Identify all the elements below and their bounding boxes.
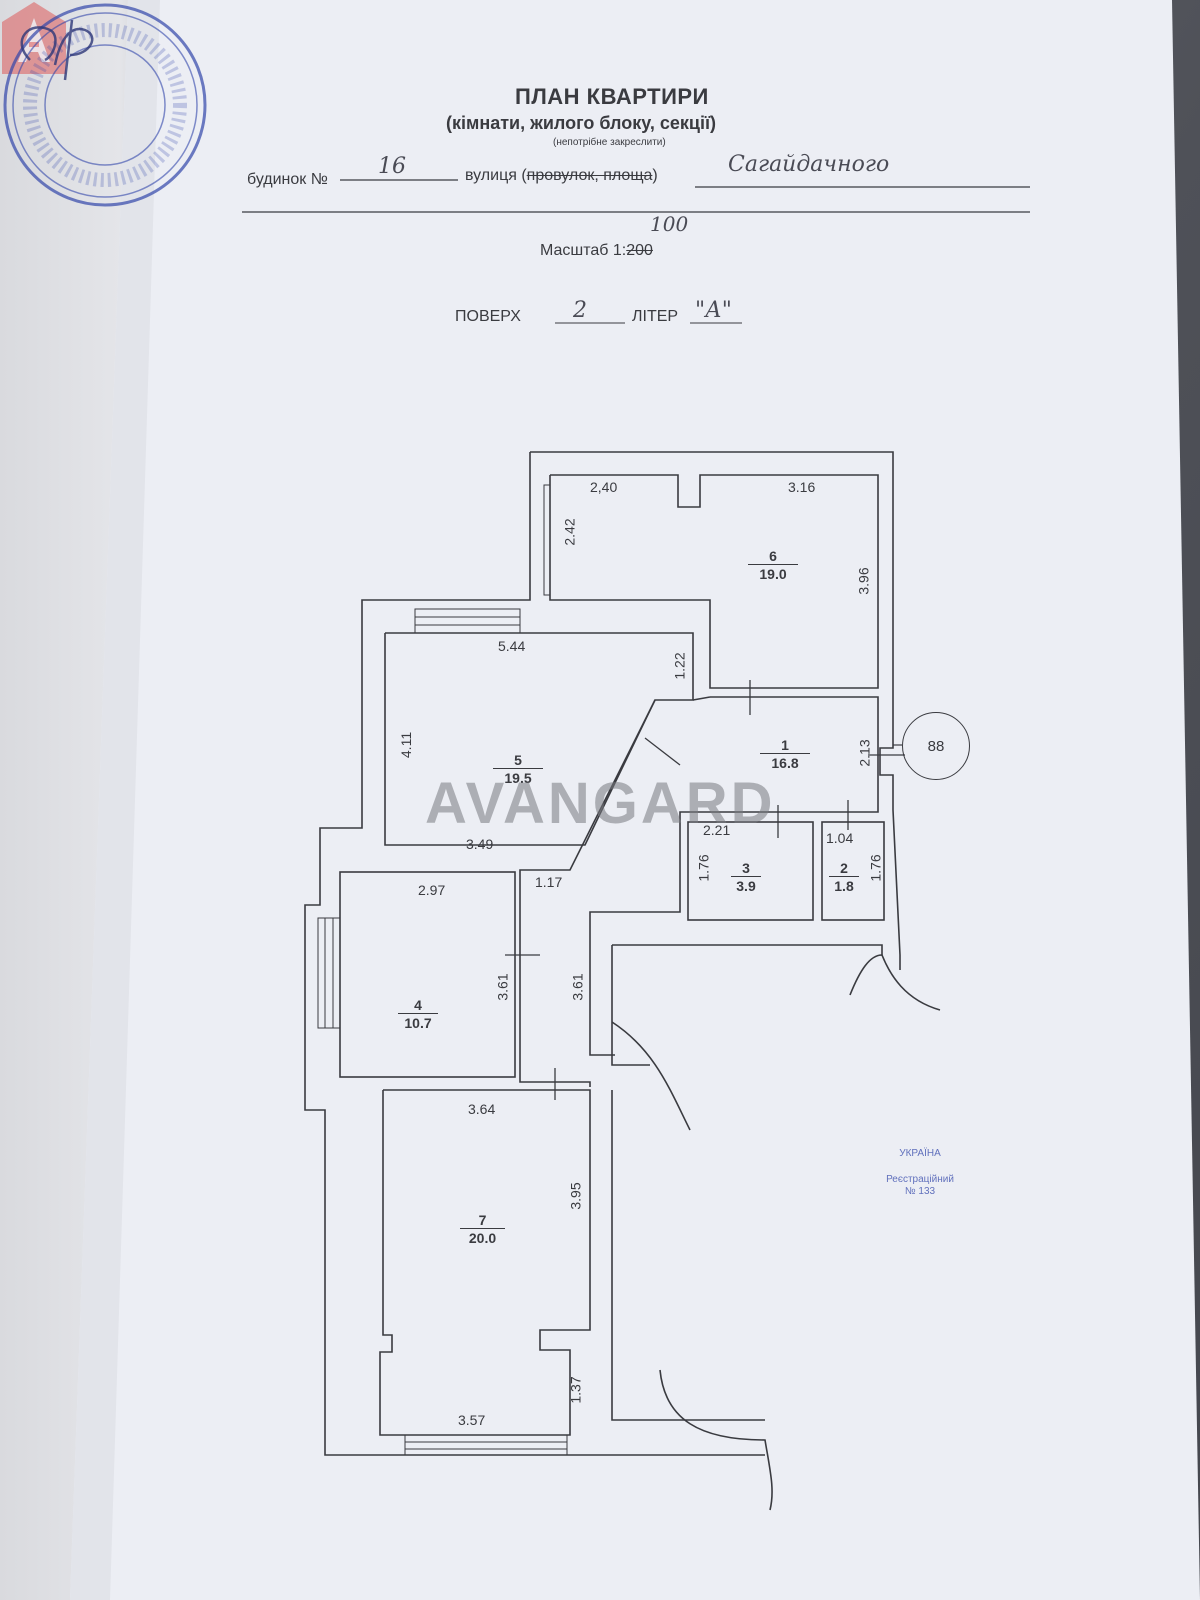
room-area: 3.9 — [731, 876, 761, 894]
room-area: 19.0 — [748, 564, 798, 582]
door-arc-1 — [611, 1021, 691, 1131]
room-area: 20.0 — [460, 1228, 505, 1246]
signature-icon — [20, 19, 94, 81]
wall-join — [692, 696, 711, 701]
dim-label: 3.96 — [855, 567, 872, 595]
scale-label: Масштаб 1:200 — [540, 242, 653, 260]
windows — [317, 484, 568, 1456]
watermark-text: AVANGARD — [425, 771, 776, 836]
room-area: 19.5 — [493, 768, 543, 786]
dim-label: 1.37 — [567, 1376, 584, 1404]
page-subtitle: (кімнати, жилого блоку, секції) — [446, 113, 717, 133]
dim-label: 2.13 — [856, 739, 873, 767]
room-number: 3 — [742, 860, 750, 876]
room-2-label: 2 1.8 — [829, 860, 859, 894]
room-7-outline — [379, 1089, 591, 1436]
room-6-outline — [549, 474, 879, 689]
dim-label: 2.97 — [418, 882, 446, 898]
dim-label: 4.11 — [398, 731, 415, 759]
room-number: 5 — [514, 752, 522, 768]
room-6-label: 6 19.0 — [748, 548, 798, 582]
landing-bottom — [611, 1090, 765, 1421]
dim-label: 5.44 — [498, 638, 526, 654]
house-value: 16 — [378, 154, 406, 179]
room-number: 6 — [769, 548, 777, 564]
dim-label: 3.16 — [788, 479, 816, 495]
dim-label: 1.17 — [535, 874, 563, 890]
liter-value: "А" — [695, 298, 732, 323]
dim-label: 1.76 — [867, 854, 884, 882]
dim-label: 3.64 — [468, 1101, 496, 1117]
dim-label: 2.42 — [561, 518, 578, 546]
room-4-label: 4 10.7 — [398, 997, 438, 1031]
window-room-5 — [414, 608, 521, 634]
dim-label: 1.22 — [671, 652, 688, 680]
floor-label: ПОВЕРХ — [455, 308, 521, 325]
stamp-line: Реєстраційний — [886, 1174, 954, 1185]
room-area: 1.8 — [829, 876, 859, 894]
paper-shadow-edge — [70, 0, 160, 1600]
street-label: вулиця (провулок, площа) — [465, 167, 658, 185]
dim-label: 3.95 — [567, 1182, 584, 1210]
position-marker: 88 — [902, 712, 970, 780]
wall-outer-left — [304, 452, 765, 1456]
room-2-outline — [821, 821, 885, 921]
room-3-outline — [687, 821, 814, 921]
street-struck-text: провулок, площа — [526, 167, 653, 184]
dim-label: 2,40 — [590, 479, 618, 495]
door-arc-3 — [659, 1369, 773, 1511]
landing-top — [612, 944, 883, 955]
room-5-label: 5 19.5 — [493, 752, 543, 786]
stamp-line: УКРАЇНА — [899, 1148, 941, 1159]
window-room-7 — [404, 1434, 568, 1456]
scale-label-text: Масштаб 1: — [540, 242, 627, 259]
room-number: 1 — [781, 737, 789, 753]
dim-label: 3.61 — [494, 973, 511, 1001]
plan-walls — [304, 451, 941, 1511]
stamp-center-text: УКРАЇНА Реєстраційний № 133 — [875, 1148, 965, 1198]
paper — [70, 0, 1200, 1600]
room-1-label: 1 16.8 — [760, 737, 810, 771]
subtitle-note: (непотрібне закреслити) — [553, 137, 666, 148]
dim-label: 2.21 — [703, 822, 731, 838]
street-label-prefix: вулиця ( — [465, 167, 527, 184]
stamp-line: № 133 — [904, 1186, 936, 1197]
scale-handwritten-value: 100 — [650, 212, 689, 236]
dim-label: 3.57 — [458, 1412, 486, 1428]
street-label-suffix: ) — [652, 167, 658, 184]
dim-label: 3.61 — [569, 973, 586, 1001]
dim-label: 3.49 — [466, 836, 494, 852]
window-room-6 — [543, 484, 551, 596]
page-title: ПЛАН КВАРТИРИ — [515, 84, 709, 109]
landing-left — [611, 945, 650, 1066]
dim-label: 1.04 — [826, 830, 854, 846]
room-number: 2 — [840, 860, 848, 876]
room-area: 16.8 — [760, 753, 810, 771]
room-1-outline — [589, 696, 879, 1056]
door-arc-2 — [849, 954, 941, 1011]
house-label: будинок № — [247, 171, 328, 188]
room-3-label: 3 3.9 — [731, 860, 761, 894]
official-stamp-icon — [3, 3, 207, 207]
room-area: 10.7 — [398, 1013, 438, 1031]
room-7-label: 7 20.0 — [460, 1212, 505, 1246]
floor-value: 2 — [573, 298, 587, 323]
wall-outer-right — [530, 451, 901, 970]
window-room-4 — [317, 917, 341, 1029]
corridor-wall — [519, 699, 656, 1087]
liter-label: ЛІТЕР — [632, 308, 679, 325]
street-value: Сагайдачного — [728, 152, 890, 177]
scale-struck-value: 200 — [626, 242, 653, 259]
door-ticks — [505, 680, 905, 1100]
room-number: 4 — [414, 997, 422, 1013]
room-number: 7 — [478, 1212, 487, 1228]
dim-label: 1.76 — [695, 854, 712, 882]
door-tick — [644, 737, 681, 766]
